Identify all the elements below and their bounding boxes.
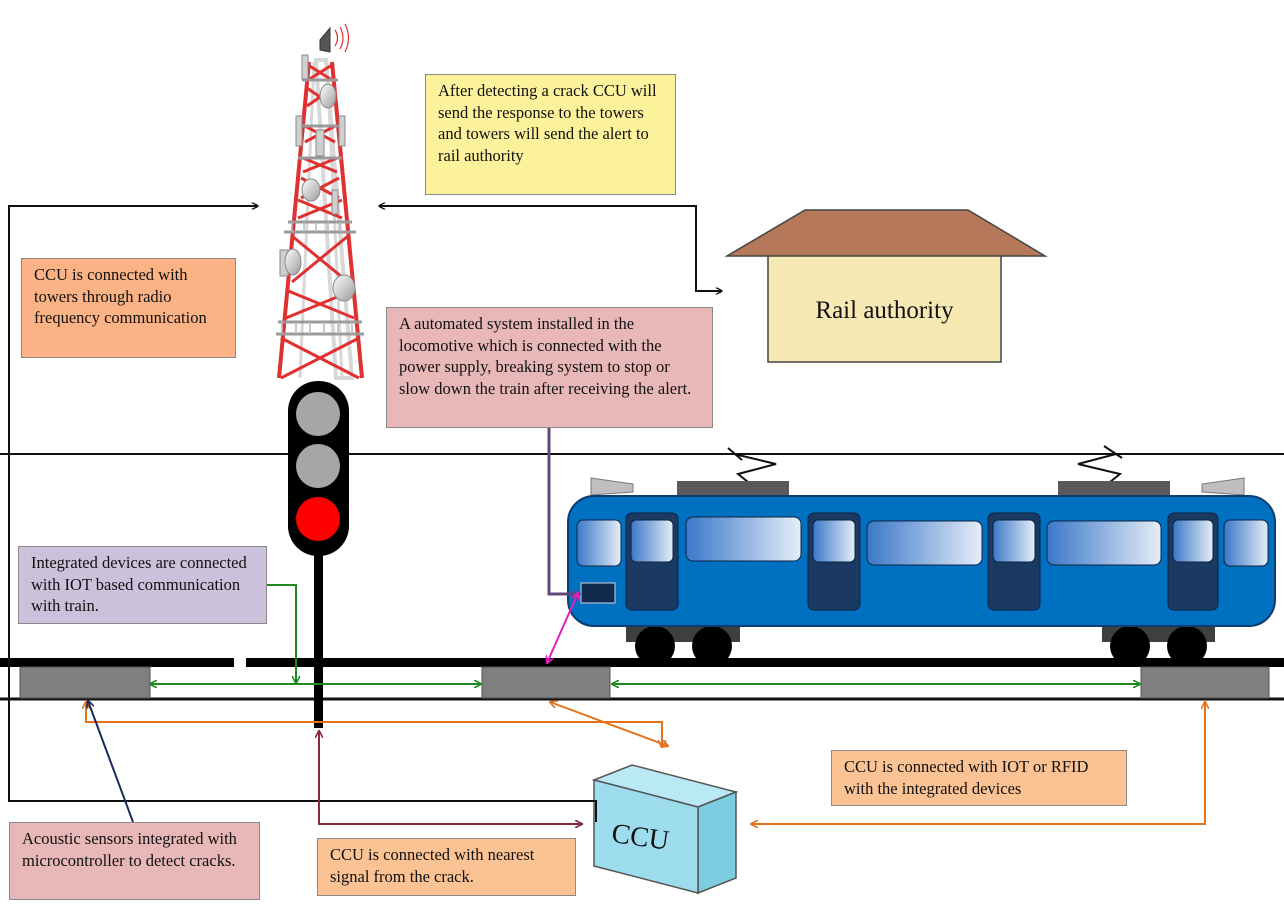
arrow-acoustic-sensor [88,701,134,823]
sensor-box-right [1140,666,1270,699]
note-crack-response: After detecting a crack CCU will send th… [425,74,676,195]
note-acoustic-sensors: Acoustic sensors integrated with microco… [9,822,260,900]
locomotive-device [580,582,616,604]
sensor-box-left [19,666,151,699]
tower-icon [276,23,364,380]
arrow-train-to-sensor [547,593,578,663]
arrow-integrated-devices [267,584,296,683]
arrow-ccu-to-sensor-left [86,702,662,747]
arrow-tower-to-authority [379,206,722,291]
rail-authority-label: Rail authority [815,297,954,324]
traffic-signal-icon [288,381,349,728]
arrow-ccu-to-sensor-middle [550,702,668,746]
note-ccu-towers: CCU is connected with towers through rad… [21,258,236,358]
building-icon [724,209,1048,363]
signal-light-middle [296,444,340,488]
signal-light-top [296,392,340,436]
sensor-box-middle [481,666,611,699]
satellite-dish-icon [284,83,356,302]
railway-track [0,453,1284,701]
note-integrated-devices: Integrated devices are connected with IO… [18,546,267,624]
note-automated-system: A automated system installed in the loco… [386,307,713,428]
arrow-ccu-to-signal [319,731,582,824]
train-icon [567,445,1276,666]
sensor-devices [19,666,1270,699]
arrow-ccu-to-tower [8,206,597,822]
signal-light-red [296,497,340,541]
note-ccu-signal: CCU is connected with nearest signal fro… [317,838,576,896]
note-ccu-iot-rfid: CCU is connected with IOT or RFID with t… [831,750,1127,806]
arrow-ccu-to-sensor-right [751,702,1205,824]
ccu-box-icon [591,764,739,895]
